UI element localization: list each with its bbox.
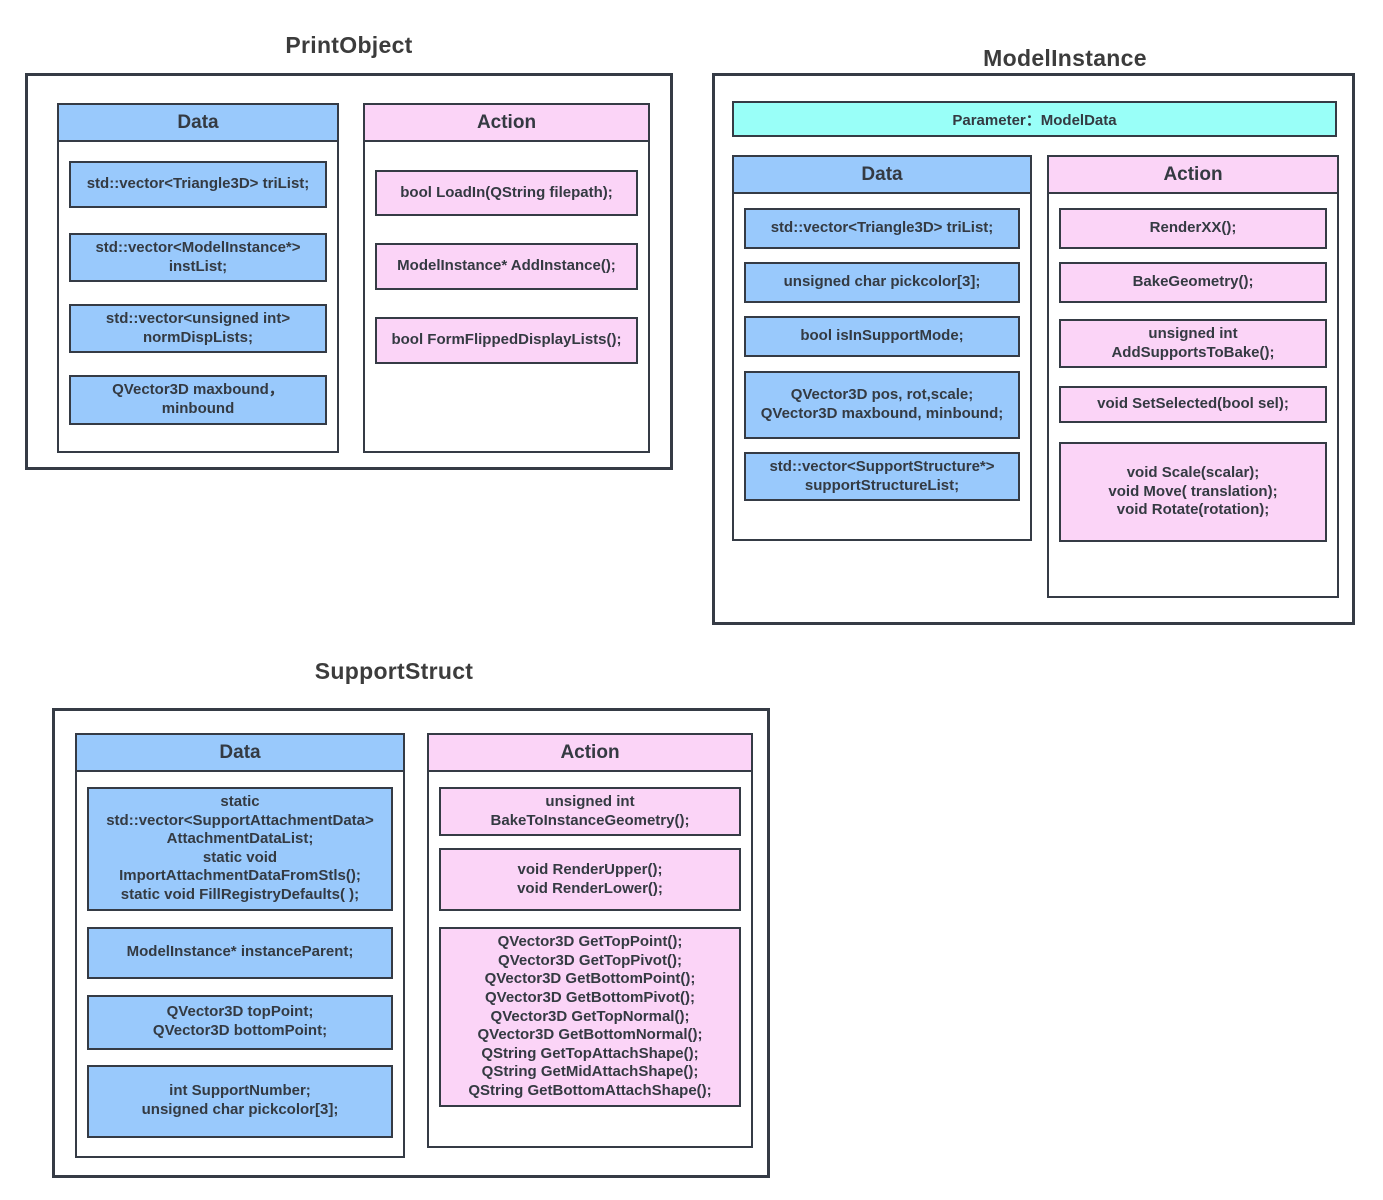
column-data: Data std::vector<Triangle3D> triList; un… bbox=[732, 155, 1032, 541]
column-data: Data std::vector<Triangle3D> triList; st… bbox=[57, 103, 339, 453]
data-item: static std::vector<SupportAttachmentData… bbox=[87, 787, 393, 911]
column-header-action: Action bbox=[365, 105, 648, 142]
action-item: bool LoadIn(QString filepath); bbox=[375, 170, 638, 216]
column-body-data: std::vector<Triangle3D> triList; std::ve… bbox=[59, 142, 337, 451]
column-body-data: std::vector<Triangle3D> triList; unsigne… bbox=[734, 194, 1030, 539]
column-body-action: bool LoadIn(QString filepath); ModelInst… bbox=[365, 142, 648, 451]
action-item: RenderXX(); bbox=[1059, 208, 1327, 249]
column-header-data: Data bbox=[59, 105, 337, 142]
action-item: unsigned int BakeToInstanceGeometry(); bbox=[439, 787, 741, 837]
data-item: QVector3D maxbound，minbound bbox=[69, 375, 327, 425]
column-header-data: Data bbox=[77, 735, 403, 772]
class-title-modelinstance: ModelInstance bbox=[983, 45, 1147, 71]
action-item: bool FormFlippedDisplayLists(); bbox=[375, 317, 638, 364]
action-item: ModelInstance* AddInstance(); bbox=[375, 243, 638, 290]
action-item: QVector3D GetTopPoint(); QVector3D GetTo… bbox=[439, 927, 741, 1107]
data-item: QVector3D topPoint; QVector3D bottomPoin… bbox=[87, 994, 393, 1050]
data-item: std::vector<Triangle3D> triList; bbox=[744, 208, 1020, 249]
data-item: std::vector<ModelInstance*> instList; bbox=[69, 233, 327, 283]
action-item: void Scale(scalar); void Move( translati… bbox=[1059, 442, 1327, 543]
action-item: void SetSelected(bool sel); bbox=[1059, 386, 1327, 424]
column-action: Action unsigned int BakeToInstanceGeomet… bbox=[427, 733, 753, 1148]
class-title-printobject: PrintObject bbox=[285, 32, 413, 58]
data-item: ModelInstance* instanceParent; bbox=[87, 926, 393, 979]
column-header-action: Action bbox=[1049, 157, 1337, 194]
data-item: unsigned char pickcolor[3]; bbox=[744, 262, 1020, 303]
data-item: bool isInSupportMode; bbox=[744, 316, 1020, 357]
data-item: int SupportNumber; unsigned char pickcol… bbox=[87, 1064, 393, 1138]
column-header-action: Action bbox=[429, 735, 751, 772]
column-action: Action RenderXX(); BakeGeometry(); unsig… bbox=[1047, 155, 1339, 598]
column-header-data: Data bbox=[734, 157, 1030, 194]
class-frame-supportstruct: Data static std::vector<SupportAttachmen… bbox=[52, 708, 770, 1178]
action-item: unsigned int AddSupportsToBake(); bbox=[1059, 319, 1327, 369]
column-body-action: RenderXX(); BakeGeometry(); unsigned int… bbox=[1049, 194, 1337, 596]
data-item: std::vector<SupportStructure*> supportSt… bbox=[744, 452, 1020, 502]
action-item: void RenderUpper(); void RenderLower(); bbox=[439, 848, 741, 912]
column-data: Data static std::vector<SupportAttachmen… bbox=[75, 733, 405, 1158]
column-body-data: static std::vector<SupportAttachmentData… bbox=[77, 772, 403, 1156]
column-action: Action bool LoadIn(QString filepath); Mo… bbox=[363, 103, 650, 453]
action-item: BakeGeometry(); bbox=[1059, 262, 1327, 303]
class-frame-modelinstance: Parameter：ModelData Data std::vector<Tri… bbox=[712, 73, 1355, 625]
data-item: std::vector<unsigned int> normDispLists; bbox=[69, 304, 327, 354]
class-title-supportstruct: SupportStruct bbox=[314, 658, 474, 684]
class-frame-printobject: Data std::vector<Triangle3D> triList; st… bbox=[25, 73, 673, 470]
data-item: std::vector<Triangle3D> triList; bbox=[69, 161, 327, 208]
column-body-action: unsigned int BakeToInstanceGeometry(); v… bbox=[429, 772, 751, 1146]
data-item: QVector3D pos, rot,scale; QVector3D maxb… bbox=[744, 371, 1020, 439]
parameter-bar: Parameter：ModelData bbox=[732, 101, 1337, 137]
